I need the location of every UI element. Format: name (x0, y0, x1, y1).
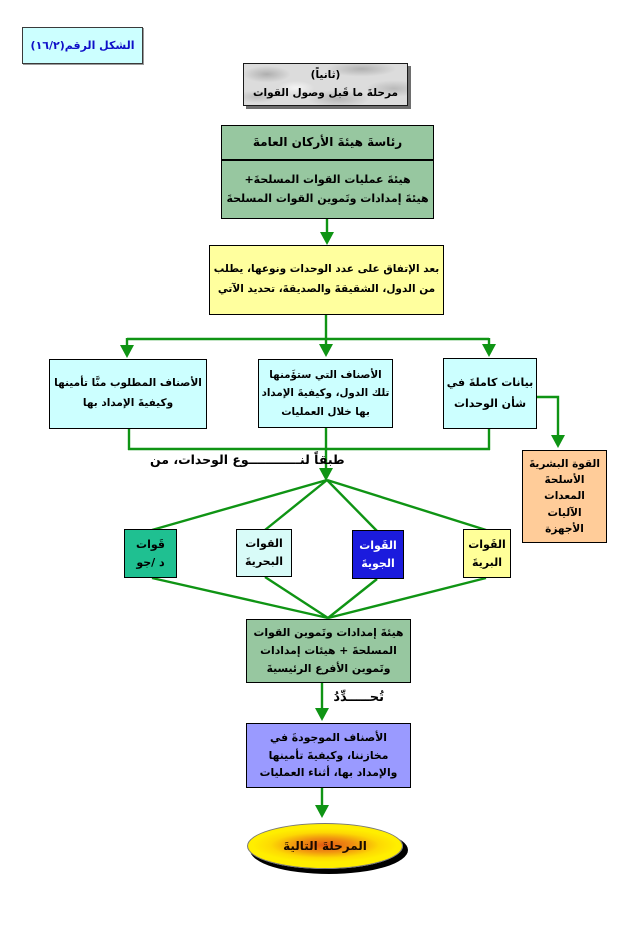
arrowhead-left-box (120, 345, 134, 358)
next-stage-ellipse: المرحلةَ التاليةَ (247, 823, 403, 869)
fan-airdefense-supply (151, 576, 329, 620)
figure-number-label: الشكل الرقم(١٦/٢) (22, 27, 143, 64)
air-defense-forces-box: قَوات د /جو (124, 529, 177, 578)
arrowhead-resources (551, 435, 565, 448)
unit-data-box: بيانات كاملةَ في شأن الوحدات (443, 358, 537, 429)
fan-navy-supply (264, 575, 329, 620)
general-staff-box: رئاسةَ هيئةَ الأركان العامةَ هيئةَ عمليا… (221, 125, 434, 219)
stage-header-box: (ثانياً) مرحلةَ ما قَبل وصول القوات (243, 63, 408, 106)
land-forces-box: القَوات البريةَ (463, 529, 511, 578)
arrowheads (120, 232, 565, 818)
fan-vertex-land (326, 478, 487, 532)
agreement-box: بعد الإتفاق على عدد الوحدات ونوعها، يطلب… (209, 245, 444, 315)
fan-vertex-air (326, 479, 378, 532)
air-forces-box: القَوات الجويةَ (352, 530, 404, 579)
arrowhead-stores (315, 708, 329, 721)
determine-label: تُحـــــدِّدُ (333, 690, 384, 705)
arrowhead-vertex (319, 468, 333, 481)
general-staff-subtitle: هيئةَ عمليات القوات المسلحةَ+ هيئةَ إمدا… (226, 172, 429, 205)
arrowhead-agreement (320, 232, 334, 245)
fan-vertex-navy (264, 479, 328, 531)
fan-land-supply (327, 576, 487, 620)
resources-box: القوة البشريةَ الأسلحةَ المعدات الآليات … (522, 450, 607, 543)
arrowhead-right-box (482, 344, 496, 357)
supply-authority-box: هيئةَ إمدادات وتَموين القوات المسلحةَ + … (246, 619, 411, 683)
general-staff-title: رئاسةَ هيئةَ الأركان العامةَ (222, 126, 433, 161)
our-items-box: الأصناف المطلوب منَّا تأمينها وكيفيةَ ال… (49, 359, 207, 429)
connector-group (125, 219, 560, 808)
their-items-box: الأصناف التي ستؤَمنها تلك الدول، وكيفيةَ… (258, 359, 393, 428)
connector-unitdata-resources (537, 395, 560, 438)
arrowhead-middle-box (319, 344, 333, 357)
fan-vertex-airdefense (151, 478, 328, 532)
stores-box: الأصناف الموجودةَ في مخازننا، وكيفيةَ تأ… (246, 723, 411, 788)
unit-type-label: طبقاً لنــــــــــــوع الوحدات، من (150, 452, 345, 467)
naval-forces-box: القوات البحريةَ (236, 529, 292, 577)
arrowhead-nextstage (315, 805, 329, 818)
fan-air-supply (327, 578, 378, 619)
